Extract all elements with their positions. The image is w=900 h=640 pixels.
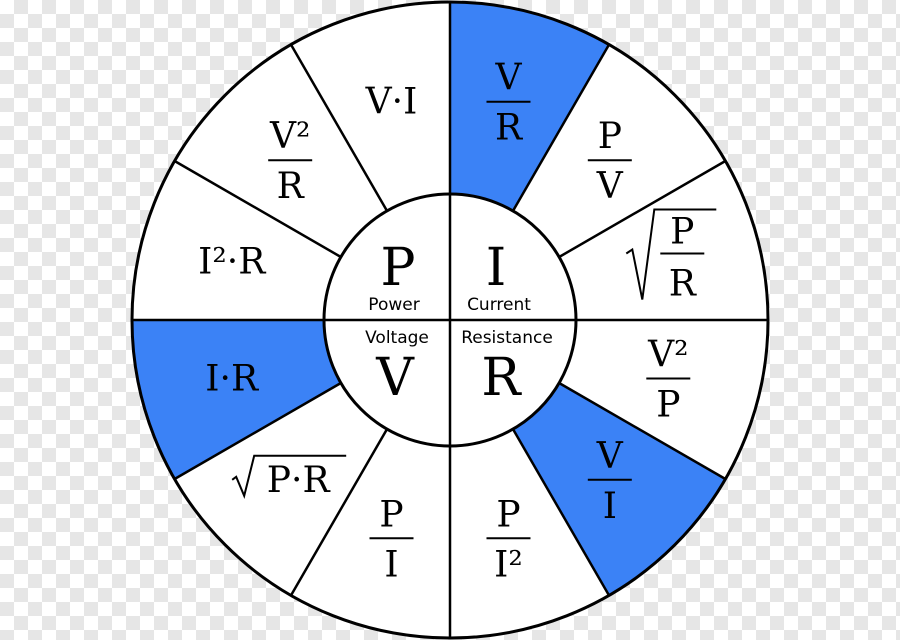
formula-text: I² — [494, 544, 523, 585]
formula-text: V — [596, 436, 624, 477]
formula-text: I²·R — [198, 242, 266, 283]
center-quadrant-voltage: Voltage V — [365, 328, 429, 408]
formula-v-i: VI — [587, 436, 632, 527]
center-quadrant-power: P Power — [368, 238, 419, 315]
power-label: Power — [368, 295, 419, 315]
formula-p-i: PI — [369, 494, 414, 585]
segment-divider — [511, 428, 611, 597]
segment-divider — [558, 381, 727, 481]
center-quadrant-resistance: Resistance R — [461, 328, 553, 408]
formula-text: P — [598, 116, 622, 157]
formula-text: V² — [269, 116, 310, 157]
formula-text: V — [596, 166, 624, 207]
segment-dividers — [132, 2, 768, 638]
formula-i-r: I·R — [205, 358, 259, 399]
resistance-symbol: R — [481, 348, 522, 408]
formula-p-r: PR — [625, 208, 717, 305]
segment-divider — [173, 381, 342, 481]
formula-p-r: P·R — [231, 454, 347, 501]
formula-i-r: I²·R — [198, 242, 266, 283]
formula-v-r: VR — [486, 58, 531, 149]
formula-p-v: PV — [587, 116, 632, 207]
formula-text: I — [384, 544, 398, 585]
segment-divider — [173, 159, 342, 259]
current-symbol: I — [486, 238, 507, 298]
center-quadrant-current: I Current — [467, 238, 531, 315]
formula-text: P — [656, 384, 680, 425]
formula-text: R — [669, 264, 697, 305]
segment-divider — [511, 43, 611, 212]
formula-text: I·R — [205, 358, 259, 399]
formula-v-p: V² P — [646, 334, 691, 425]
segment-divider — [289, 43, 389, 212]
formula-text: R — [277, 166, 305, 207]
formula-p-i: P I² — [486, 494, 531, 585]
resistance-label: Resistance — [461, 328, 553, 348]
formula-text: V² — [647, 334, 688, 375]
voltage-label: Voltage — [365, 328, 429, 348]
formula-text: R — [495, 108, 523, 149]
power-symbol: P — [381, 238, 416, 298]
formula-text: V·I — [365, 82, 418, 123]
voltage-symbol: V — [375, 348, 415, 408]
radical-sign — [625, 208, 717, 300]
formula-text: I — [603, 486, 617, 527]
formula-text: P·R — [267, 460, 331, 501]
formula-text: P — [379, 494, 403, 535]
formula-text: V — [494, 58, 522, 99]
formula-v-i: V·I — [365, 82, 418, 123]
formula-text: P — [670, 212, 694, 253]
segment-divider — [558, 159, 727, 259]
radical-sign — [231, 454, 347, 499]
formula-v-r: V² R — [268, 116, 313, 207]
segment-divider — [289, 428, 389, 597]
formula-text: P — [496, 494, 520, 535]
current-label: Current — [467, 295, 531, 315]
